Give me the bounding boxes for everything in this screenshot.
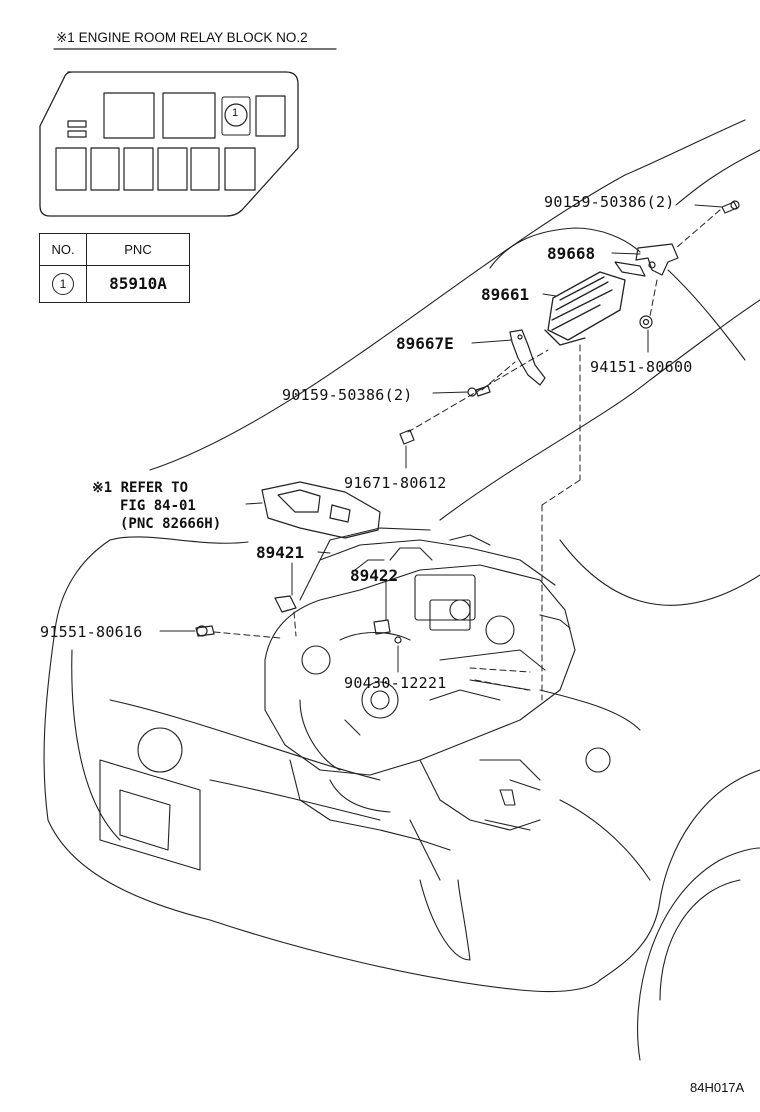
engine-assembly [264,527,576,881]
pnc-table: NO. PNC 1 85910A [39,233,190,303]
label-89668: 89668 [547,244,596,263]
label-94151: 94151-80600 [590,358,693,376]
label-91671: 91671-80612 [344,474,447,492]
diagram-code: 84H017A [690,1080,745,1095]
label-91551: 91551-80616 [40,623,143,641]
page-title: ※1 ENGINE ROOM RELAY BLOCK NO.2 [56,30,308,45]
refer-note-line2: FIG 84-01 [120,498,196,514]
hood-outline [54,119,760,631]
right-fender [539,689,760,1061]
pnc-table-row-no: 1 [39,265,87,303]
bracket-89668 [614,243,679,277]
front-bumper [43,629,601,993]
pnc-table-header-no: NO. [39,233,87,266]
intake-cover [261,481,381,539]
relay-block [39,71,299,217]
refer-note-line3: (PNC 82666H) [120,516,222,532]
label-89421: 89421 [256,543,305,562]
label-89661: 89661 [481,285,530,304]
pnc-table-header-pnc: PNC [86,233,190,266]
label-89667e: 89667E [396,334,454,353]
pnc-table-row-pnc: 85910A [86,265,190,303]
label-90159-top: 90159-50386(2) [544,193,675,211]
row-no-circle: 1 [52,273,74,295]
refer-note-line1: ※1 REFER TO [92,480,189,496]
fasteners [195,200,740,644]
bracket-89667e [509,329,546,386]
relay-callout: 1 [232,107,239,119]
leader-lines [159,204,723,673]
ecu-module [544,271,626,346]
label-90430: 90430-12221 [344,674,447,692]
label-89422: 89422 [350,566,399,585]
label-90159-mid: 90159-50386(2) [282,386,413,404]
dashed-assembly-lines [213,209,721,701]
